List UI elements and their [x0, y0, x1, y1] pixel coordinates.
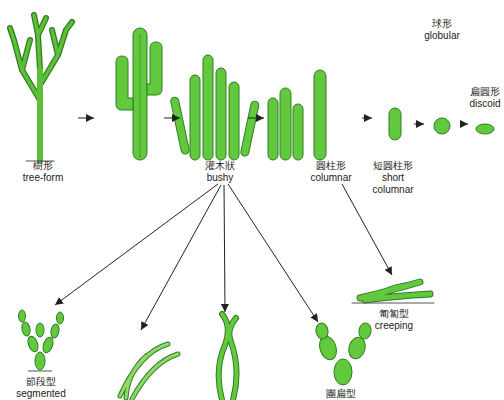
form-node: 扁圓形discoid	[468, 86, 502, 136]
form-node: 短圓柱形short columnar	[372, 100, 414, 196]
form-label-en: short columnar	[372, 172, 414, 196]
columnar-plant	[314, 70, 326, 160]
form-label: 匍匐型	[352, 308, 436, 320]
bushy-stem	[170, 96, 190, 154]
bushy-plant	[170, 55, 260, 160]
form-label-en: tree-form	[8, 172, 78, 184]
label-group: 團扁型	[305, 388, 377, 400]
form-arrow	[228, 184, 318, 322]
form-label-en: columnar	[300, 172, 362, 184]
form-arrow	[55, 184, 218, 305]
form-label-en: creeping	[352, 320, 436, 332]
form-node: 樹形tree-form	[8, 8, 78, 184]
tree-form-plant	[10, 15, 72, 161]
saguaro-arm	[116, 56, 133, 110]
label-group: 短圓柱形short columnar	[372, 160, 414, 196]
segment	[21, 321, 31, 336]
ground-line	[28, 371, 52, 372]
form-label-en: segmented	[10, 388, 72, 400]
bushy-stem	[229, 82, 239, 160]
saguaro-arm	[147, 42, 162, 95]
form-arrow	[141, 185, 221, 330]
form-label-en: discoid	[468, 98, 502, 110]
form-node: 灌木狀bushy	[178, 62, 262, 184]
segment	[41, 336, 55, 354]
form-node: 匍匐型creeping	[352, 275, 436, 332]
vine-plant	[120, 344, 178, 399]
segmented-plant	[19, 310, 64, 371]
form-arrow	[164, 118, 180, 119]
clump-stem	[293, 104, 303, 160]
flat-pad-plant	[315, 322, 373, 385]
form-label: 樹形	[8, 160, 78, 172]
vine-stems	[120, 344, 178, 399]
form-label-en: bushy	[178, 172, 262, 184]
columnar-clump-plant	[268, 88, 303, 160]
form-label-en: globular	[424, 30, 460, 42]
segment	[35, 352, 45, 370]
creeping-outline	[360, 282, 430, 300]
saguaro-trunk	[133, 28, 147, 160]
form-label: 節段型	[10, 376, 72, 388]
segment	[36, 323, 44, 337]
form-label: 灌木狀	[178, 160, 262, 172]
pad	[315, 322, 330, 340]
form-arrow	[78, 118, 94, 119]
vine-outline	[120, 344, 178, 399]
label-group: 節段型segmented	[10, 376, 72, 400]
saguaro-rib	[140, 34, 141, 158]
form-node: 團扁型	[305, 322, 377, 400]
bushy-stem	[240, 100, 259, 156]
saguaro-plant	[116, 28, 162, 160]
creeping-plant	[352, 282, 434, 303]
form-label: 圓柱形	[300, 160, 362, 172]
tree-branches	[10, 15, 72, 100]
bushy-stem	[203, 55, 213, 160]
form-node: 圓柱形columnar	[300, 62, 362, 184]
serpentine-plant	[219, 314, 237, 400]
ground-line	[352, 303, 434, 304]
form-label: 團扁型	[305, 388, 377, 400]
form-node: 節段型segmented	[10, 305, 72, 400]
form-arrow	[414, 124, 424, 125]
bushy-stem	[216, 68, 226, 160]
segment	[19, 310, 26, 322]
decor-arrows	[78, 118, 264, 330]
label-group: 灌木狀bushy	[178, 160, 262, 184]
form-label: 球形	[424, 18, 460, 30]
discoid-plant	[476, 124, 494, 134]
segment	[57, 312, 64, 324]
label-group: 球形globular	[424, 18, 460, 42]
creeping-stems	[360, 282, 430, 300]
label-group: 圓柱形columnar	[300, 160, 362, 184]
serpentine-outline	[219, 314, 237, 400]
pad	[334, 359, 352, 385]
form-arrow	[224, 185, 225, 312]
short-columnar-plant	[389, 108, 401, 140]
label-group: 扁圓形discoid	[468, 86, 502, 110]
form-label: 短圓柱形	[372, 160, 414, 172]
form-arrow	[248, 118, 264, 119]
bushy-stem	[190, 75, 200, 160]
form-arrow	[362, 118, 372, 119]
segment	[26, 335, 40, 353]
clump-stem	[280, 88, 291, 160]
form-label: 扁圓形	[468, 86, 502, 98]
form-arrow	[342, 184, 392, 275]
form-arrow	[460, 124, 468, 125]
pad	[358, 322, 373, 340]
simple-forms	[314, 70, 494, 160]
form-node: 球形globular	[424, 18, 460, 138]
label-group: 樹形tree-form	[8, 160, 78, 184]
clump-stem	[268, 98, 278, 160]
segment	[50, 323, 60, 338]
globular-plant	[434, 118, 450, 134]
tree-outline	[10, 15, 72, 160]
serpentine-stems	[219, 314, 237, 400]
label-group: 匍匐型creeping	[352, 308, 436, 332]
